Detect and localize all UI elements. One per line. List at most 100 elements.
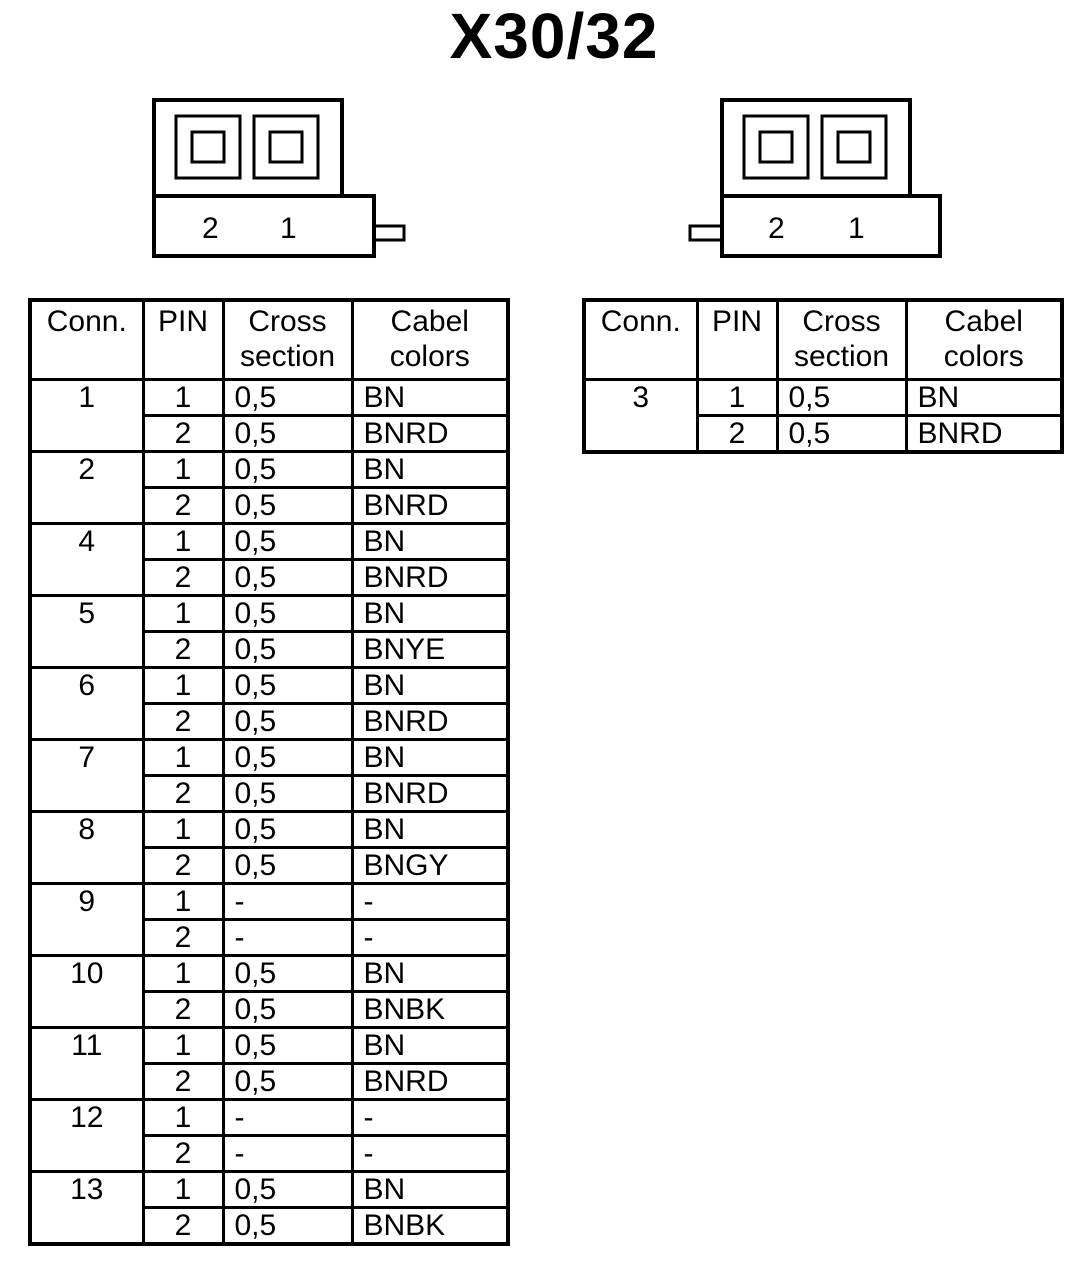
cross-section-cell: - — [221, 1134, 354, 1173]
header-pin-label: PIN — [711, 305, 762, 338]
header-cross-line2: section — [793, 340, 890, 373]
pin-cell: 2 — [695, 414, 779, 454]
cable-color-cell: BN — [350, 810, 510, 849]
header-pin-label: PIN — [157, 305, 208, 338]
conn-cell: 5 — [28, 594, 145, 669]
cross-section-cell: - — [221, 918, 354, 957]
cable-color-cell: BN — [350, 594, 510, 633]
pin-cell: 2 — [141, 630, 225, 669]
pin-cell: 2 — [141, 702, 225, 741]
pin-label-1: 1 — [848, 212, 865, 245]
conn-cell: 12 — [28, 1098, 145, 1173]
cable-color-cell: BNRD — [350, 1062, 510, 1101]
conn-cell: 4 — [28, 522, 145, 597]
pin-cell: 2 — [141, 486, 225, 525]
cable-color-cell: - — [350, 1134, 510, 1173]
header-cross-line1: Cross — [248, 305, 327, 338]
pin-cell: 1 — [141, 882, 225, 921]
conn-cell: 11 — [28, 1026, 145, 1101]
conn-cell: 1 — [28, 378, 145, 453]
conn-cell: 9 — [28, 882, 145, 957]
pin-cell: 1 — [141, 738, 225, 777]
pin-cell: 1 — [141, 1170, 225, 1209]
pin-cell: 1 — [141, 522, 225, 561]
header-conn-label: Conn. — [46, 305, 127, 338]
cable-color-cell: BNGY — [350, 846, 510, 885]
pin-cell: 2 — [141, 846, 225, 885]
pin-label-2: 2 — [768, 212, 785, 245]
cable-color-cell: - — [350, 918, 510, 957]
cross-section-cell: 0,5 — [221, 594, 354, 633]
header-pin: PIN — [695, 298, 779, 381]
pin-label-2: 2 — [202, 212, 219, 245]
pin-cell: 1 — [141, 666, 225, 705]
cable-color-cell: BNRD — [350, 486, 510, 525]
header-color-line2: colors — [389, 340, 470, 373]
cable-color-cell: BN — [350, 1026, 510, 1065]
cable-color-cell: BN — [350, 450, 510, 489]
header-conn-label: Conn. — [600, 305, 681, 338]
cross-section-cell: 0,5 — [221, 378, 354, 417]
cable-color-cell: BN — [350, 522, 510, 561]
pin-cell: 2 — [141, 990, 225, 1029]
cable-color-cell: BN — [350, 1170, 510, 1209]
conn-cell: 13 — [28, 1170, 145, 1246]
pin-cell: 1 — [141, 450, 225, 489]
header-pin: PIN — [141, 298, 225, 381]
cross-section-cell: 0,5 — [221, 630, 354, 669]
table-row: 2-- — [30, 1134, 510, 1173]
cable-color-cell: - — [350, 1098, 510, 1137]
cross-section-cell: 0,5 — [775, 378, 908, 417]
pin-cell: 1 — [141, 1026, 225, 1065]
connector-drawing-right: 2 1 — [688, 98, 942, 258]
pin-cell: 1 — [141, 954, 225, 993]
pin-label-1: 1 — [280, 212, 297, 245]
header-color-line1: Cabel — [390, 305, 469, 338]
header-cross-line1: Cross — [802, 305, 881, 338]
cable-color-cell: BNRD — [350, 702, 510, 741]
table-row: 2-- — [30, 918, 510, 957]
pin-cell: 2 — [141, 1062, 225, 1101]
connector-drawing-left: 2 1 — [152, 98, 406, 258]
cable-color-cell: BNBK — [350, 1206, 510, 1246]
cross-section-cell: 0,5 — [221, 522, 354, 561]
header-conn: Conn. — [28, 298, 145, 381]
header-color-line2: colors — [943, 340, 1024, 373]
conn-cell: 7 — [28, 738, 145, 813]
cross-section-cell: 0,5 — [221, 810, 354, 849]
cross-section-cell: 0,5 — [221, 486, 354, 525]
cross-section-cell: 0,5 — [221, 702, 354, 741]
cable-color-cell: BNRD — [350, 558, 510, 597]
cross-section-cell: 0,5 — [221, 1206, 354, 1246]
pin-cell: 2 — [141, 558, 225, 597]
cross-section-cell: - — [221, 1098, 354, 1137]
conn-cell: 6 — [28, 666, 145, 741]
cable-color-cell: BN — [350, 954, 510, 993]
header-cross-line2: section — [239, 340, 336, 373]
cross-section-cell: 0,5 — [221, 666, 354, 705]
cable-color-cell: BNRD — [904, 414, 1064, 454]
pin-cell: 1 — [141, 1098, 225, 1137]
